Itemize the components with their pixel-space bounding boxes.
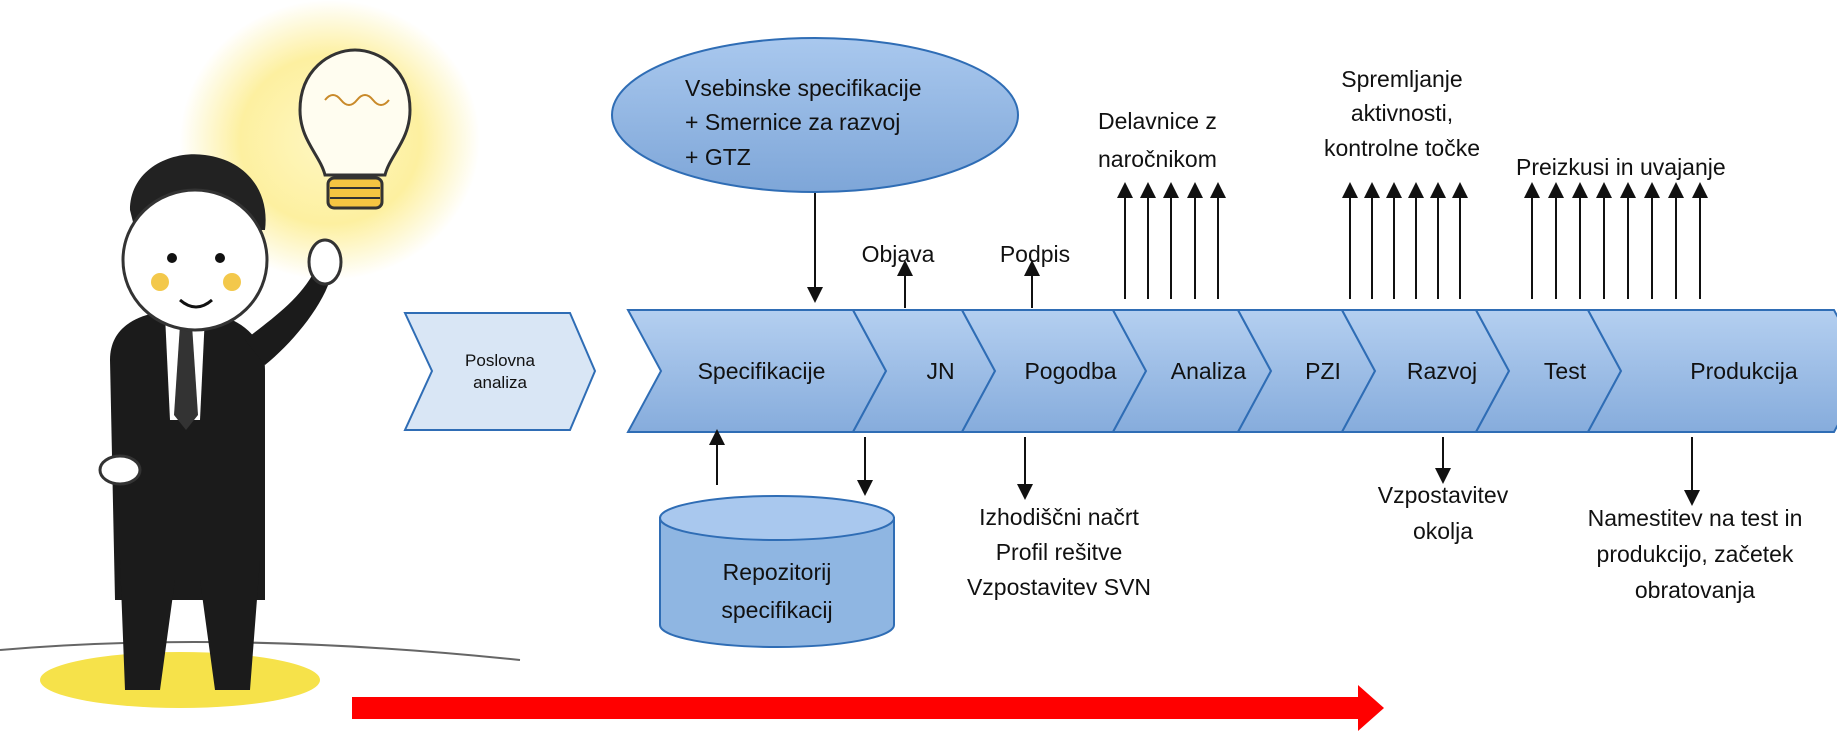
cylinder-line-1: Repozitorij [723, 559, 832, 585]
spremljanje-line-3: kontrolne točke [1324, 135, 1480, 161]
pogodba-out-line-1: Izhodiščni načrt [979, 504, 1139, 530]
objava-label: Objava [862, 241, 935, 267]
stage-label-pzi: PZI [1305, 358, 1341, 384]
ellipse-line-3: + GTZ [685, 144, 751, 170]
raised-arm [245, 270, 330, 365]
delavnice-line-1: Delavnice z [1098, 108, 1217, 134]
stage-label-analiza: Analiza [1171, 358, 1247, 384]
produkcija-out-line-2: produkcijo, začetek [1597, 541, 1794, 567]
repository-cylinder: Repozitorij specifikacij [659, 495, 895, 648]
ellipse-shape [611, 37, 1019, 193]
ellipse-line-1: Vsebinske specifikacije [685, 75, 922, 101]
preizkusi-label: Preizkusi in uvajanje [1516, 154, 1726, 180]
cylinder-top [659, 495, 895, 541]
eye-right [215, 253, 225, 263]
ellipse-line-2: + Smernice za razvoj [685, 109, 900, 135]
stage-label-specifikacije: Specifikacije [698, 358, 826, 384]
cheek-left [151, 273, 169, 291]
process-stages: Specifikacije JN Pogodba Analiza PZI Razvoj Te… [626, 309, 1837, 433]
eye-left [167, 253, 177, 263]
timeline-arrow-shaft [352, 697, 1362, 719]
pre-stage-shape [403, 312, 597, 431]
timeline-arrow [352, 685, 1384, 731]
razvoj-out-line-2: okolja [1413, 518, 1473, 544]
spremljanje-line-1: Spremljanje [1341, 66, 1462, 92]
stage-label-test: Test [1544, 358, 1587, 384]
stage-label-produkcija: Produkcija [1690, 358, 1798, 384]
content-spec-ellipse: Vsebinske specifikacije + Smernice za ra… [611, 37, 1019, 193]
delavnice-line-2: naročnikom [1098, 146, 1217, 172]
businessman-illustration [0, 0, 521, 708]
ground-spot [40, 652, 320, 708]
face [121, 188, 269, 332]
stage-label-razvoj: Razvoj [1407, 358, 1477, 384]
pre-stage-label-2: analiza [473, 373, 527, 392]
raised-hand [307, 238, 343, 286]
produkcija-out-line-3: obratovanja [1635, 577, 1755, 603]
stage-chevron-produkcija [1586, 309, 1837, 433]
timeline-arrow-head [1358, 685, 1384, 731]
stage-label-jn: JN [926, 358, 954, 384]
pre-stage-chevron: Poslovna analiza [403, 312, 597, 431]
pre-stage-label-1: Poslovna [465, 351, 535, 370]
spremljanje-line-2: aktivnosti, [1351, 100, 1453, 126]
tie [174, 325, 198, 430]
podpis-label: Podpis [1000, 241, 1070, 267]
activity-arrows [1117, 182, 1708, 299]
lightbulb-icon [298, 48, 412, 210]
legs [120, 560, 260, 690]
cylinder-body [659, 517, 895, 648]
stage-label-pogodba: Pogodba [1024, 358, 1116, 384]
pogodba-out-line-3: Vzpostavitev SVN [967, 574, 1151, 600]
suit-body [110, 310, 265, 600]
produkcija-out-line-1: Namestitev na test in [1588, 505, 1803, 531]
smile [179, 298, 213, 309]
cheek-right [223, 273, 241, 291]
razvoj-out-line-1: Vzpostavitev [1378, 482, 1509, 508]
pogodba-out-line-2: Profil rešitve [996, 539, 1123, 565]
cylinder-line-2: specifikacij [721, 597, 832, 623]
lower-hand [98, 454, 142, 486]
